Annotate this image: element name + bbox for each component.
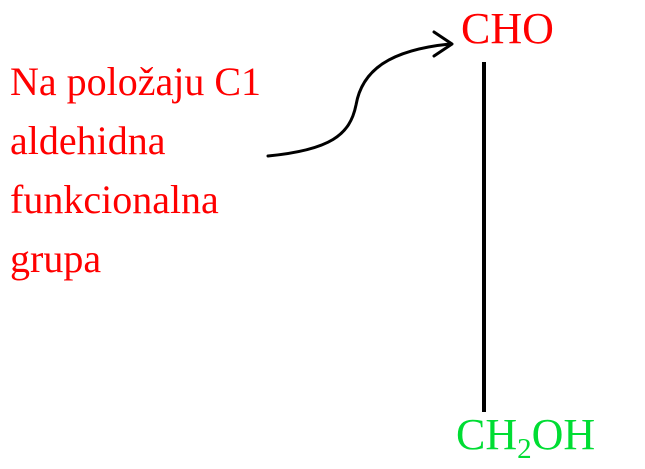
- annotation-line-4: grupa: [10, 236, 102, 281]
- arrow-head: [432, 30, 454, 58]
- formula-suffix: OH: [531, 410, 596, 459]
- pointer-arrow: [266, 42, 452, 158]
- annotation-text: Na položaju C1 aldehidna funkcionalna gr…: [10, 52, 261, 288]
- formula-subscript: 2: [517, 433, 532, 465]
- formula-prefix: CH: [456, 410, 518, 459]
- annotation-line-2: aldehidna: [10, 118, 166, 163]
- annotation-line-1: Na položaju C1: [10, 59, 262, 104]
- annotation-line-3: funkcionalna: [10, 177, 219, 222]
- aldehyde-group-label: CHO: [461, 4, 554, 53]
- hydroxymethyl-group-label: CH2OH: [456, 408, 596, 465]
